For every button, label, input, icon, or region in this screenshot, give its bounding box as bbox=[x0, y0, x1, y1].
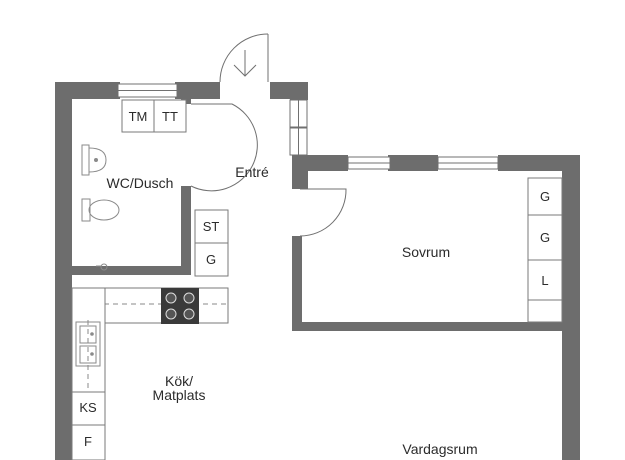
kitchen-counters: KS F bbox=[71, 287, 229, 460]
entry-arrow-icon bbox=[233, 50, 257, 77]
linen-closet-label: L bbox=[541, 273, 548, 288]
wall-bedroom-top-mid bbox=[388, 155, 438, 171]
wardrobe-sov-2-label: G bbox=[540, 230, 550, 245]
entry-closets: ST G bbox=[194, 209, 229, 277]
windows bbox=[117, 83, 499, 170]
wardrobe-sov-2 bbox=[527, 214, 563, 261]
room-label-kok-2: Matplats bbox=[153, 387, 206, 403]
wall-bedroom-bottom bbox=[292, 322, 580, 331]
doors bbox=[190, 33, 347, 237]
wardrobe-entre bbox=[194, 242, 229, 277]
freezer-label: F bbox=[84, 434, 92, 449]
room-label-wc: WC/Dusch bbox=[107, 175, 174, 191]
entry-door-arc bbox=[219, 33, 269, 83]
freezer-box bbox=[71, 424, 106, 460]
kitchen-sink-icon bbox=[75, 321, 101, 367]
room-label-kok-1: Kök/ bbox=[165, 373, 193, 389]
cleaning-closet-label: ST bbox=[203, 219, 220, 234]
fridge-box bbox=[71, 391, 106, 426]
bathroom-fixtures: TM TT WC/Dusch bbox=[81, 99, 187, 271]
room-label-sovrum: Sovrum bbox=[402, 244, 450, 260]
wardrobe-sov-base bbox=[527, 299, 563, 323]
washer-label: TM bbox=[129, 109, 148, 124]
bedroom-door-arc bbox=[299, 188, 347, 237]
cleaning-closet bbox=[194, 209, 229, 244]
fridge-label: KS bbox=[79, 400, 97, 415]
stove-icon bbox=[161, 288, 199, 324]
toilet-icon bbox=[81, 198, 120, 222]
dryer-box bbox=[153, 99, 187, 133]
wall-bath-bottom bbox=[55, 266, 191, 275]
sink-icon bbox=[81, 144, 107, 176]
wall-bath-right bbox=[181, 186, 191, 274]
wall-bedroom-top-right bbox=[498, 155, 580, 171]
bath-door-arc bbox=[190, 103, 258, 192]
bedroom-wardrobes: G G L bbox=[527, 177, 563, 323]
wall-entry-right bbox=[290, 82, 308, 100]
wall-bedroom-top bbox=[292, 155, 348, 171]
dryer-label: TT bbox=[162, 109, 178, 124]
wardrobe-entre-label: G bbox=[206, 252, 216, 267]
room-label-entre: Entré bbox=[235, 164, 269, 180]
wardrobe-sov-1 bbox=[527, 177, 563, 216]
walls bbox=[55, 82, 580, 460]
room-label-vardagsrum: Vardagsrum bbox=[402, 441, 477, 457]
wall-right bbox=[562, 155, 580, 460]
washer-box bbox=[121, 99, 155, 133]
linen-closet bbox=[527, 259, 563, 301]
wall-top-left bbox=[55, 82, 120, 99]
wall-bedroom-left bbox=[292, 236, 302, 330]
floor-drain-icon bbox=[96, 263, 108, 271]
wall-top-mid bbox=[175, 82, 220, 99]
wardrobe-sov-1-label: G bbox=[540, 189, 550, 204]
